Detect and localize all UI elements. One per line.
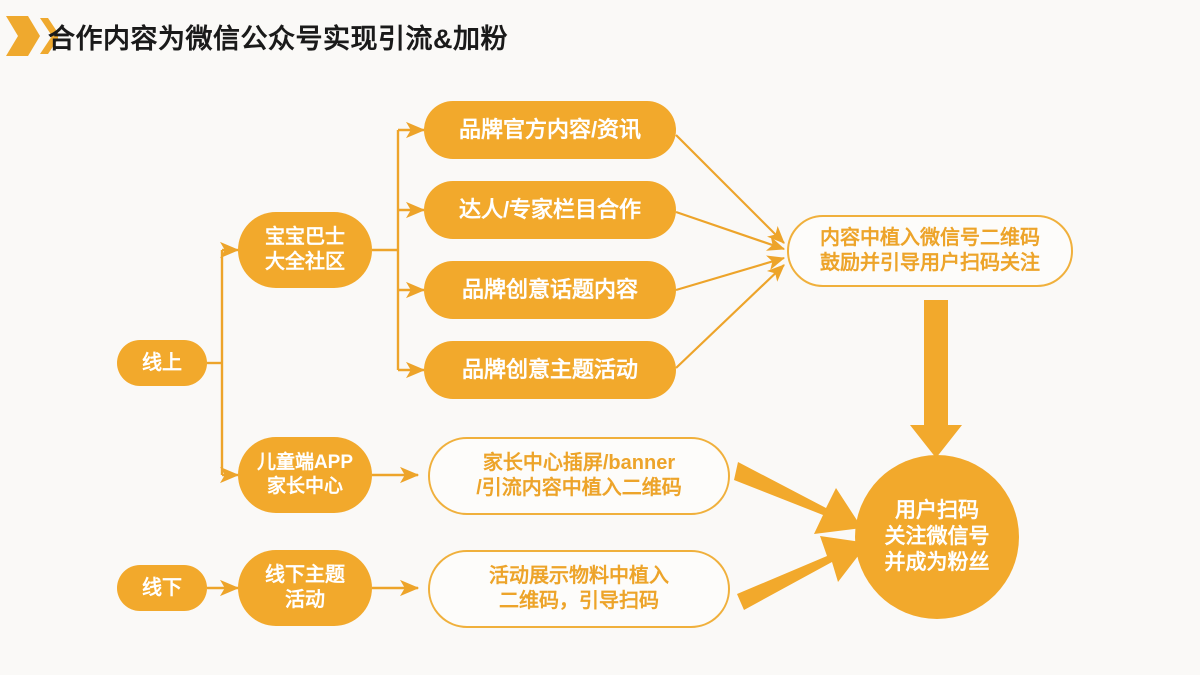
node-offline-activity[interactable]: 线下主题 活动 bbox=[238, 550, 372, 626]
node-expert-column-label: 达人/专家栏目合作 bbox=[458, 197, 642, 223]
node-offline-label: 线下 bbox=[142, 576, 182, 599]
node-creative-topic[interactable]: 品牌创意话题内容 bbox=[424, 261, 676, 319]
node-creative-topic-label: 品牌创意话题内容 bbox=[461, 277, 638, 303]
node-material-qr-label: 活动展示物料中植入 二维码，引导扫码 bbox=[489, 565, 669, 612]
title-bar: 合作内容为微信公众号实现引流&加粉 bbox=[0, 0, 1200, 72]
node-material-qr[interactable]: 活动展示物料中植入 二维码，引导扫码 bbox=[428, 550, 730, 628]
node-kidsapp-label: 儿童端APP 家长中心 bbox=[256, 452, 354, 497]
node-official-content[interactable]: 品牌官方内容/资讯 bbox=[424, 101, 676, 159]
node-online-label: 线上 bbox=[142, 351, 182, 374]
title-marker-icon bbox=[6, 16, 58, 56]
edge-pills-to-qrcontent bbox=[675, 134, 786, 369]
node-online[interactable]: 线上 bbox=[117, 340, 207, 386]
node-result-follow-label: 用户扫码 关注微信号 并成为粉丝 bbox=[884, 498, 990, 575]
node-expert-column[interactable]: 达人/专家栏目合作 bbox=[424, 181, 676, 239]
node-embed-qr-content[interactable]: 内容中植入微信号二维码 鼓励并引导用户扫码关注 bbox=[787, 215, 1073, 287]
node-offline[interactable]: 线下 bbox=[117, 565, 207, 611]
node-official-content-label: 品牌官方内容/资讯 bbox=[458, 117, 642, 143]
edge-materialqr-to-result bbox=[737, 536, 868, 610]
edge-online-split bbox=[207, 241, 240, 484]
node-creative-theme-activity[interactable]: 品牌创意主题活动 bbox=[424, 341, 676, 399]
node-community-label: 宝宝巴士 大全社区 bbox=[265, 226, 345, 273]
node-result-follow[interactable]: 用户扫码 关注微信号 并成为粉丝 bbox=[855, 455, 1019, 619]
node-community[interactable]: 宝宝巴士 大全社区 bbox=[238, 212, 372, 288]
node-offline-activity-label: 线下主题 活动 bbox=[265, 564, 345, 611]
edge-qrcontent-to-result bbox=[910, 300, 962, 458]
node-parent-center-qr[interactable]: 家长中心插屏/banner /引流内容中植入二维码 bbox=[428, 437, 730, 515]
node-kidsapp[interactable]: 儿童端APP 家长中心 bbox=[238, 437, 372, 513]
node-creative-theme-activity-label: 品牌创意主题活动 bbox=[461, 357, 638, 383]
page-title: 合作内容为微信公众号实现引流&加粉 bbox=[48, 24, 508, 54]
node-embed-qr-content-label: 内容中植入微信号二维码 鼓励并引导用户扫码关注 bbox=[820, 227, 1040, 274]
node-parent-center-qr-label: 家长中心插屏/banner /引流内容中植入二维码 bbox=[476, 452, 682, 499]
edge-community-tree bbox=[372, 121, 426, 379]
edge-parentqr-to-result bbox=[734, 462, 862, 534]
